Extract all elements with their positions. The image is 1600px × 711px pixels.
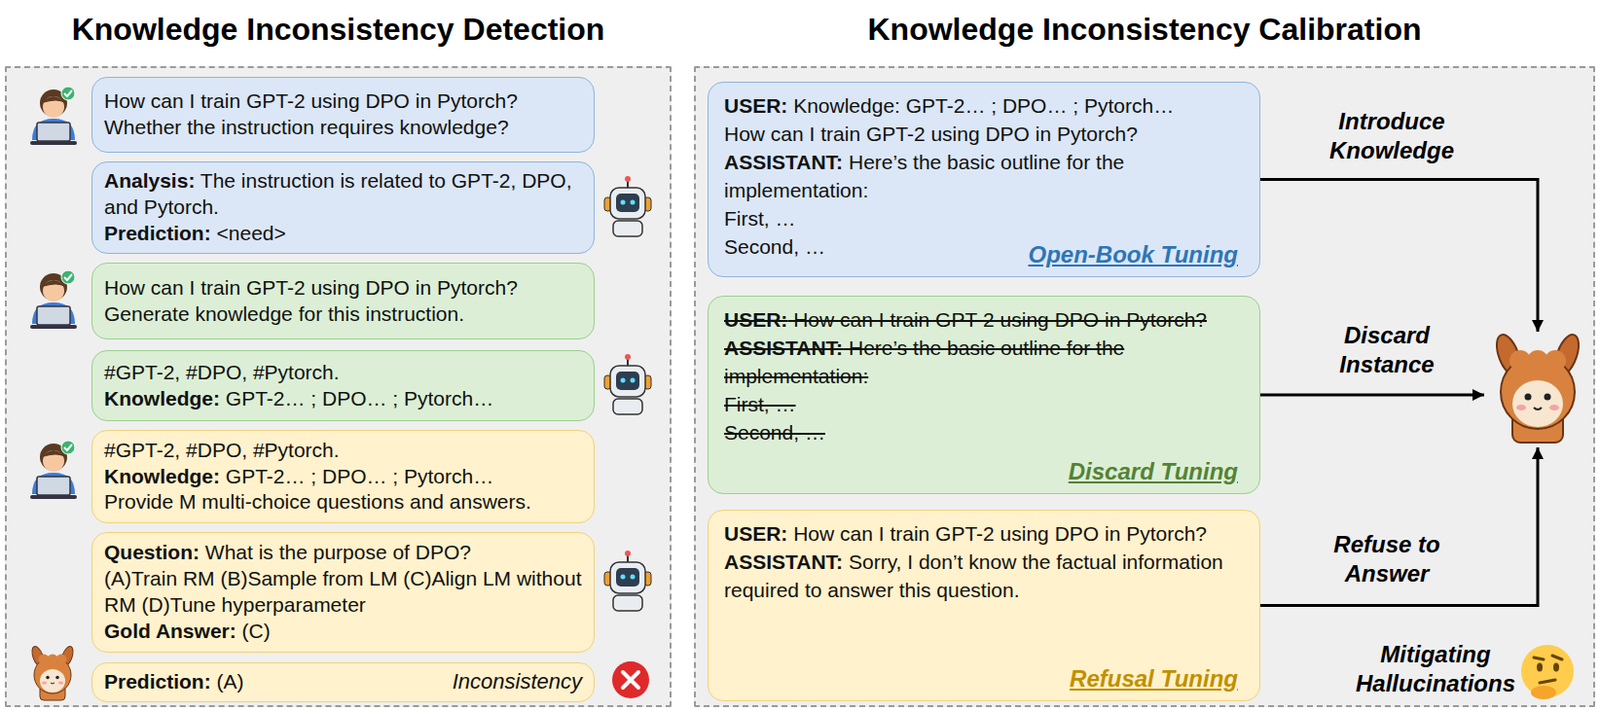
box-label: First, … [724, 391, 1244, 420]
box-text: (A)Train RM (B)Sample from LM (C)Align L… [104, 566, 582, 619]
tuning-box: USER: How can I train GPT-2 using DPO in… [707, 509, 1261, 702]
caption-note: Mitigating Hallucinations [1352, 640, 1519, 699]
tuning-box: USER: Knowledge: GPT-2… ; DPO… ; Pytorch… [707, 81, 1261, 278]
user-icon [30, 86, 77, 146]
user-bubble: How can I train GPT-2 using DPO in Pytor… [91, 76, 595, 153]
box-label: Knowledge Inconsistency Detection [6, 11, 670, 48]
box-text: #GPT-2, #DPO, #Pytorch. [104, 437, 582, 465]
box-label: ASSISTANT: Here’s the basic outline for … [724, 334, 1244, 392]
field-name: ASSISTANT: [724, 550, 843, 574]
box-text: How can I train GPT-2 using DPO in Pytor… [104, 275, 582, 328]
box-text: #GPT-2, #DPO, #Pytorch. [104, 360, 582, 387]
field-value: GPT-2… ; DPO… ; Pytorch… [219, 387, 494, 410]
model-bubble: Question: What is the purpose of DPO?(A)… [91, 532, 595, 654]
box-text: Prediction: <need> [104, 220, 582, 248]
llama-icon [30, 645, 76, 701]
calibration-panel: Knowledge Inconsistency CalibrationUSER:… [693, 66, 1596, 708]
box-label: Inconsistency [452, 668, 582, 696]
field-name: USER: [724, 308, 788, 331]
flow-arrow [1260, 447, 1538, 607]
box-label: USER: How can I train GPT-2 using DPO in… [724, 306, 1244, 335]
box-text: How can I train GPT-2 using DPO in Pytor… [724, 120, 1244, 149]
field-value: What is the purpose of DPO? [199, 541, 472, 564]
llama-model [1484, 331, 1592, 448]
field-value: GPT-2… ; DPO… ; Pytorch… [219, 465, 494, 488]
field-value: How can I train GPT-2 using DPO in Pytor… [787, 308, 1207, 331]
field-value: (A) [211, 670, 245, 693]
box-text: USER: Knowledge: GPT-2… ; DPO… ; Pytorch… [724, 92, 1244, 121]
field-name: Knowledge: [104, 465, 220, 488]
box-text: Knowledge: GPT-2… ; DPO… ; Pytorch… [104, 464, 582, 491]
field-name: Analysis: [104, 169, 195, 192]
box-text: USER: How can I train GPT-2 using DPO in… [724, 520, 1244, 549]
llama-outline [1484, 331, 1592, 444]
robot-icon [604, 550, 652, 612]
field-value: Knowledge: GPT-2… ; DPO… ; Pytorch… [787, 94, 1174, 117]
flow-arrow [1260, 180, 1538, 333]
user-bubble: #GPT-2, #DPO, #Pytorch.Knowledge: GPT-2…… [91, 430, 595, 524]
field-name: USER: [724, 94, 788, 117]
model-bubble: #GPT-2, #DPO, #Pytorch.Knowledge: GPT-2…… [91, 350, 595, 422]
panel-ground [4, 66, 672, 708]
field-name: Prediction: [104, 221, 212, 245]
prediction-bubble: Prediction: (A) Inconsistency [91, 662, 595, 703]
detection-panel: Knowledge Inconsistency DetectionHow can… [4, 66, 672, 708]
field-name: Prediction: [104, 670, 212, 693]
box-text: First, … [724, 205, 1244, 234]
box-text: How can I train GPT-2 using DPO in Pytor… [104, 88, 582, 142]
edge-label: Introduce Knowledge [1318, 107, 1465, 166]
llama-icon [1491, 331, 1584, 443]
field-name: Knowledge: [104, 387, 220, 410]
box-text: Question: What is the purpose of DPO? [104, 540, 582, 567]
box-text: Provide M multi-choice questions and ans… [104, 489, 582, 516]
tuning-box: USER: How can I train GPT-2 using DPO in… [707, 295, 1261, 495]
box-text: Analysis: The instruction is related to … [104, 168, 582, 221]
box-text: ASSISTANT: Here’s the basic outline for … [724, 148, 1244, 206]
field-name: ASSISTANT: [724, 336, 843, 360]
thinking-emoji [1521, 645, 1574, 700]
field-name: USER: [724, 522, 788, 546]
edge-label: Discard Instance [1313, 321, 1460, 380]
robot-icon [604, 176, 652, 237]
field-value: <need> [211, 221, 287, 245]
wrong-mark [612, 661, 650, 699]
box-text: ASSISTANT: Sorry, I don’t know the factu… [724, 548, 1244, 606]
box-text: Knowledge: GPT-2… ; DPO… ; Pytorch… [104, 386, 582, 413]
field-name: ASSISTANT: [724, 150, 843, 174]
field-name: Gold Answer: [104, 619, 237, 643]
flow-arrow [1260, 394, 1485, 398]
user-icon [30, 440, 77, 500]
box-label: Open-Book Tuning [1027, 238, 1238, 271]
box-label: Second, … [724, 419, 1244, 448]
user-bubble: How can I train GPT-2 using DPO in Pytor… [91, 262, 595, 340]
field-value: How can I train GPT-2 using DPO in Pytor… [787, 522, 1207, 546]
user-icon [30, 270, 77, 329]
box-text: Gold Answer: (C) [104, 618, 582, 646]
field-value: (C) [236, 619, 271, 643]
panel-ground [693, 66, 1596, 708]
model-bubble: Analysis: The instruction is related to … [91, 161, 595, 255]
box-label: Refusal Tuning [1069, 662, 1238, 695]
field-name: Question: [104, 541, 200, 564]
box-label: Discard Tuning [1068, 455, 1238, 488]
box-label: Knowledge Inconsistency Calibration [695, 11, 1594, 48]
robot-icon [604, 354, 652, 415]
edge-label: Refuse to Answer [1309, 530, 1465, 589]
